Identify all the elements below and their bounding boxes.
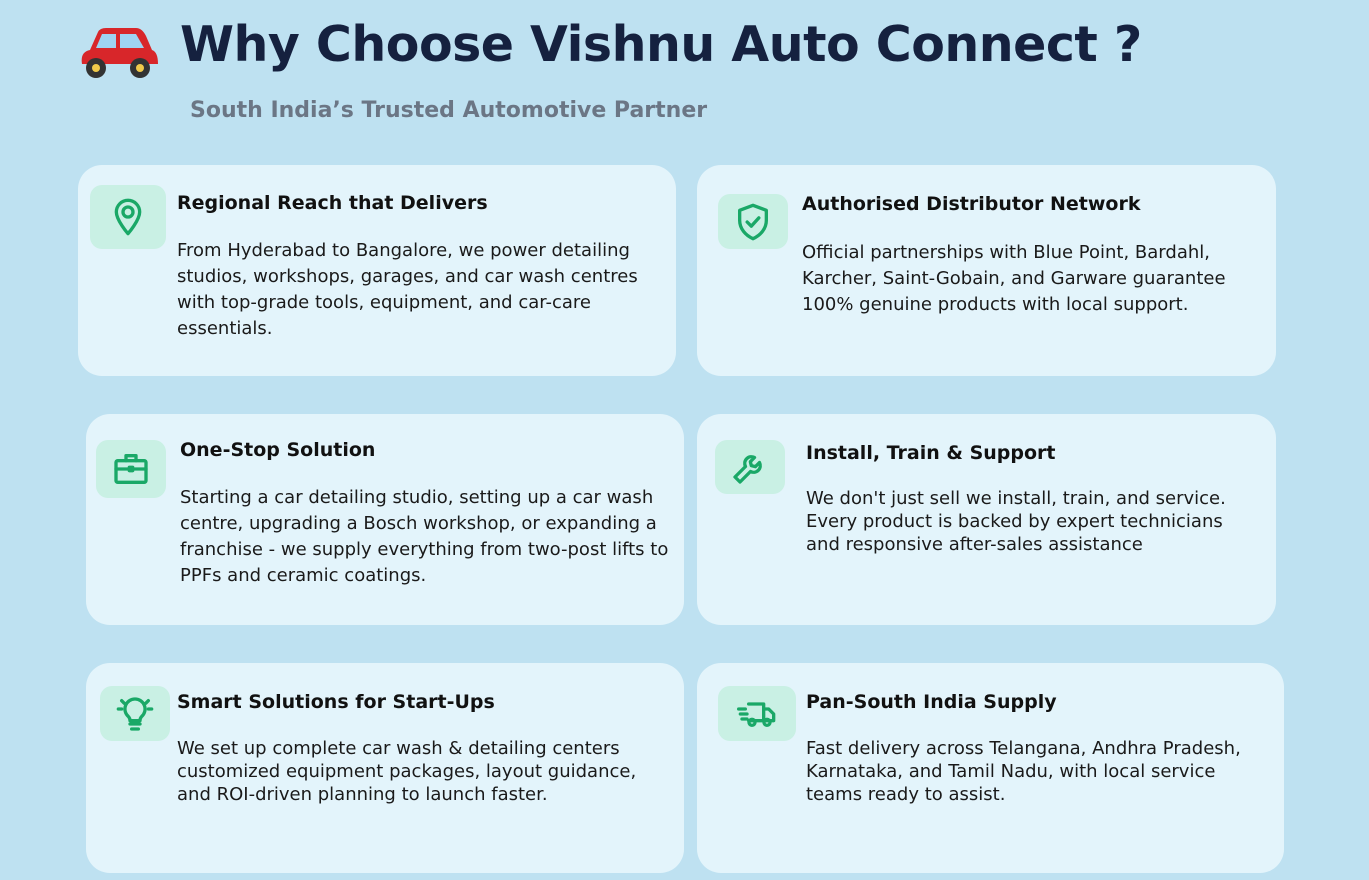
page-subtitle: South India’s Trusted Automotive Partner — [190, 98, 708, 123]
card-title: Smart Solutions for Start-Ups — [177, 691, 495, 713]
card-body: We don't just sell we install, train, an… — [806, 488, 1226, 555]
card-body: From Hyderabad to Bangalore, we power de… — [177, 240, 638, 339]
card-title: Pan-South India Supply — [806, 691, 1057, 713]
map-pin-icon — [90, 185, 166, 249]
shield-check-icon — [718, 194, 788, 249]
card-title: Regional Reach that Delivers — [177, 192, 488, 214]
delivery-truck-icon — [718, 686, 796, 741]
feature-card-distributor-network: Authorised Distributor Network Official … — [697, 165, 1276, 376]
feature-card-regional-reach: Regional Reach that Delivers From Hydera… — [78, 165, 676, 376]
wrench-icon — [715, 440, 785, 494]
card-title: Install, Train & Support — [806, 442, 1056, 464]
card-body: Fast delivery across Telangana, Andhra P… — [806, 738, 1241, 805]
car-icon — [81, 28, 158, 78]
card-body: Starting a car detailing studio, setting… — [180, 487, 669, 586]
card-body: We set up complete car wash & detailing … — [177, 738, 637, 805]
briefcase-icon — [96, 440, 166, 498]
page-title: Why Choose Vishnu Auto Connect ? — [180, 16, 1142, 73]
card-title: Authorised Distributor Network — [802, 193, 1141, 215]
card-title: One-Stop Solution — [180, 439, 376, 461]
feature-card-one-stop: One-Stop Solution Starting a car detaili… — [86, 414, 684, 625]
lightbulb-icon — [100, 686, 170, 741]
feature-card-pan-south-supply: Pan-South India Supply Fast delivery acr… — [697, 663, 1284, 873]
card-body: Official partnerships with Blue Point, B… — [802, 242, 1226, 315]
feature-card-install-train: Install, Train & Support We don't just s… — [697, 414, 1276, 625]
feature-card-startups: Smart Solutions for Start-Ups We set up … — [86, 663, 684, 873]
